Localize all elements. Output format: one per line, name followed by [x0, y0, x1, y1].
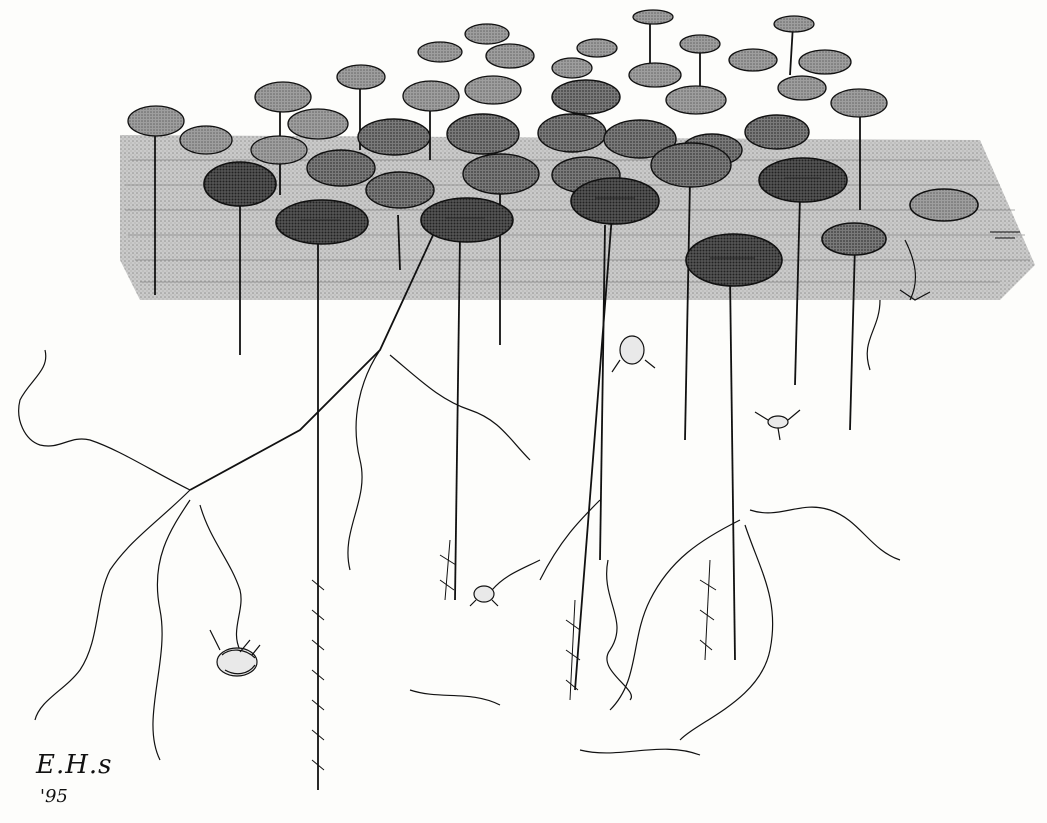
floating-leaves-back [127, 9, 888, 165]
plant-roots [18, 299, 901, 761]
plant-label-marks [990, 231, 1020, 239]
signature-year: '95 [40, 786, 68, 807]
leaf-veins [300, 177, 820, 259]
feathery-roots [311, 539, 717, 790]
aquatic-creatures [209, 239, 931, 701]
artist-signature: E.H.s [36, 750, 113, 780]
floating-leaves-front [203, 157, 979, 287]
plant-stems [154, 20, 861, 790]
floating-leaves-middle [306, 79, 810, 209]
